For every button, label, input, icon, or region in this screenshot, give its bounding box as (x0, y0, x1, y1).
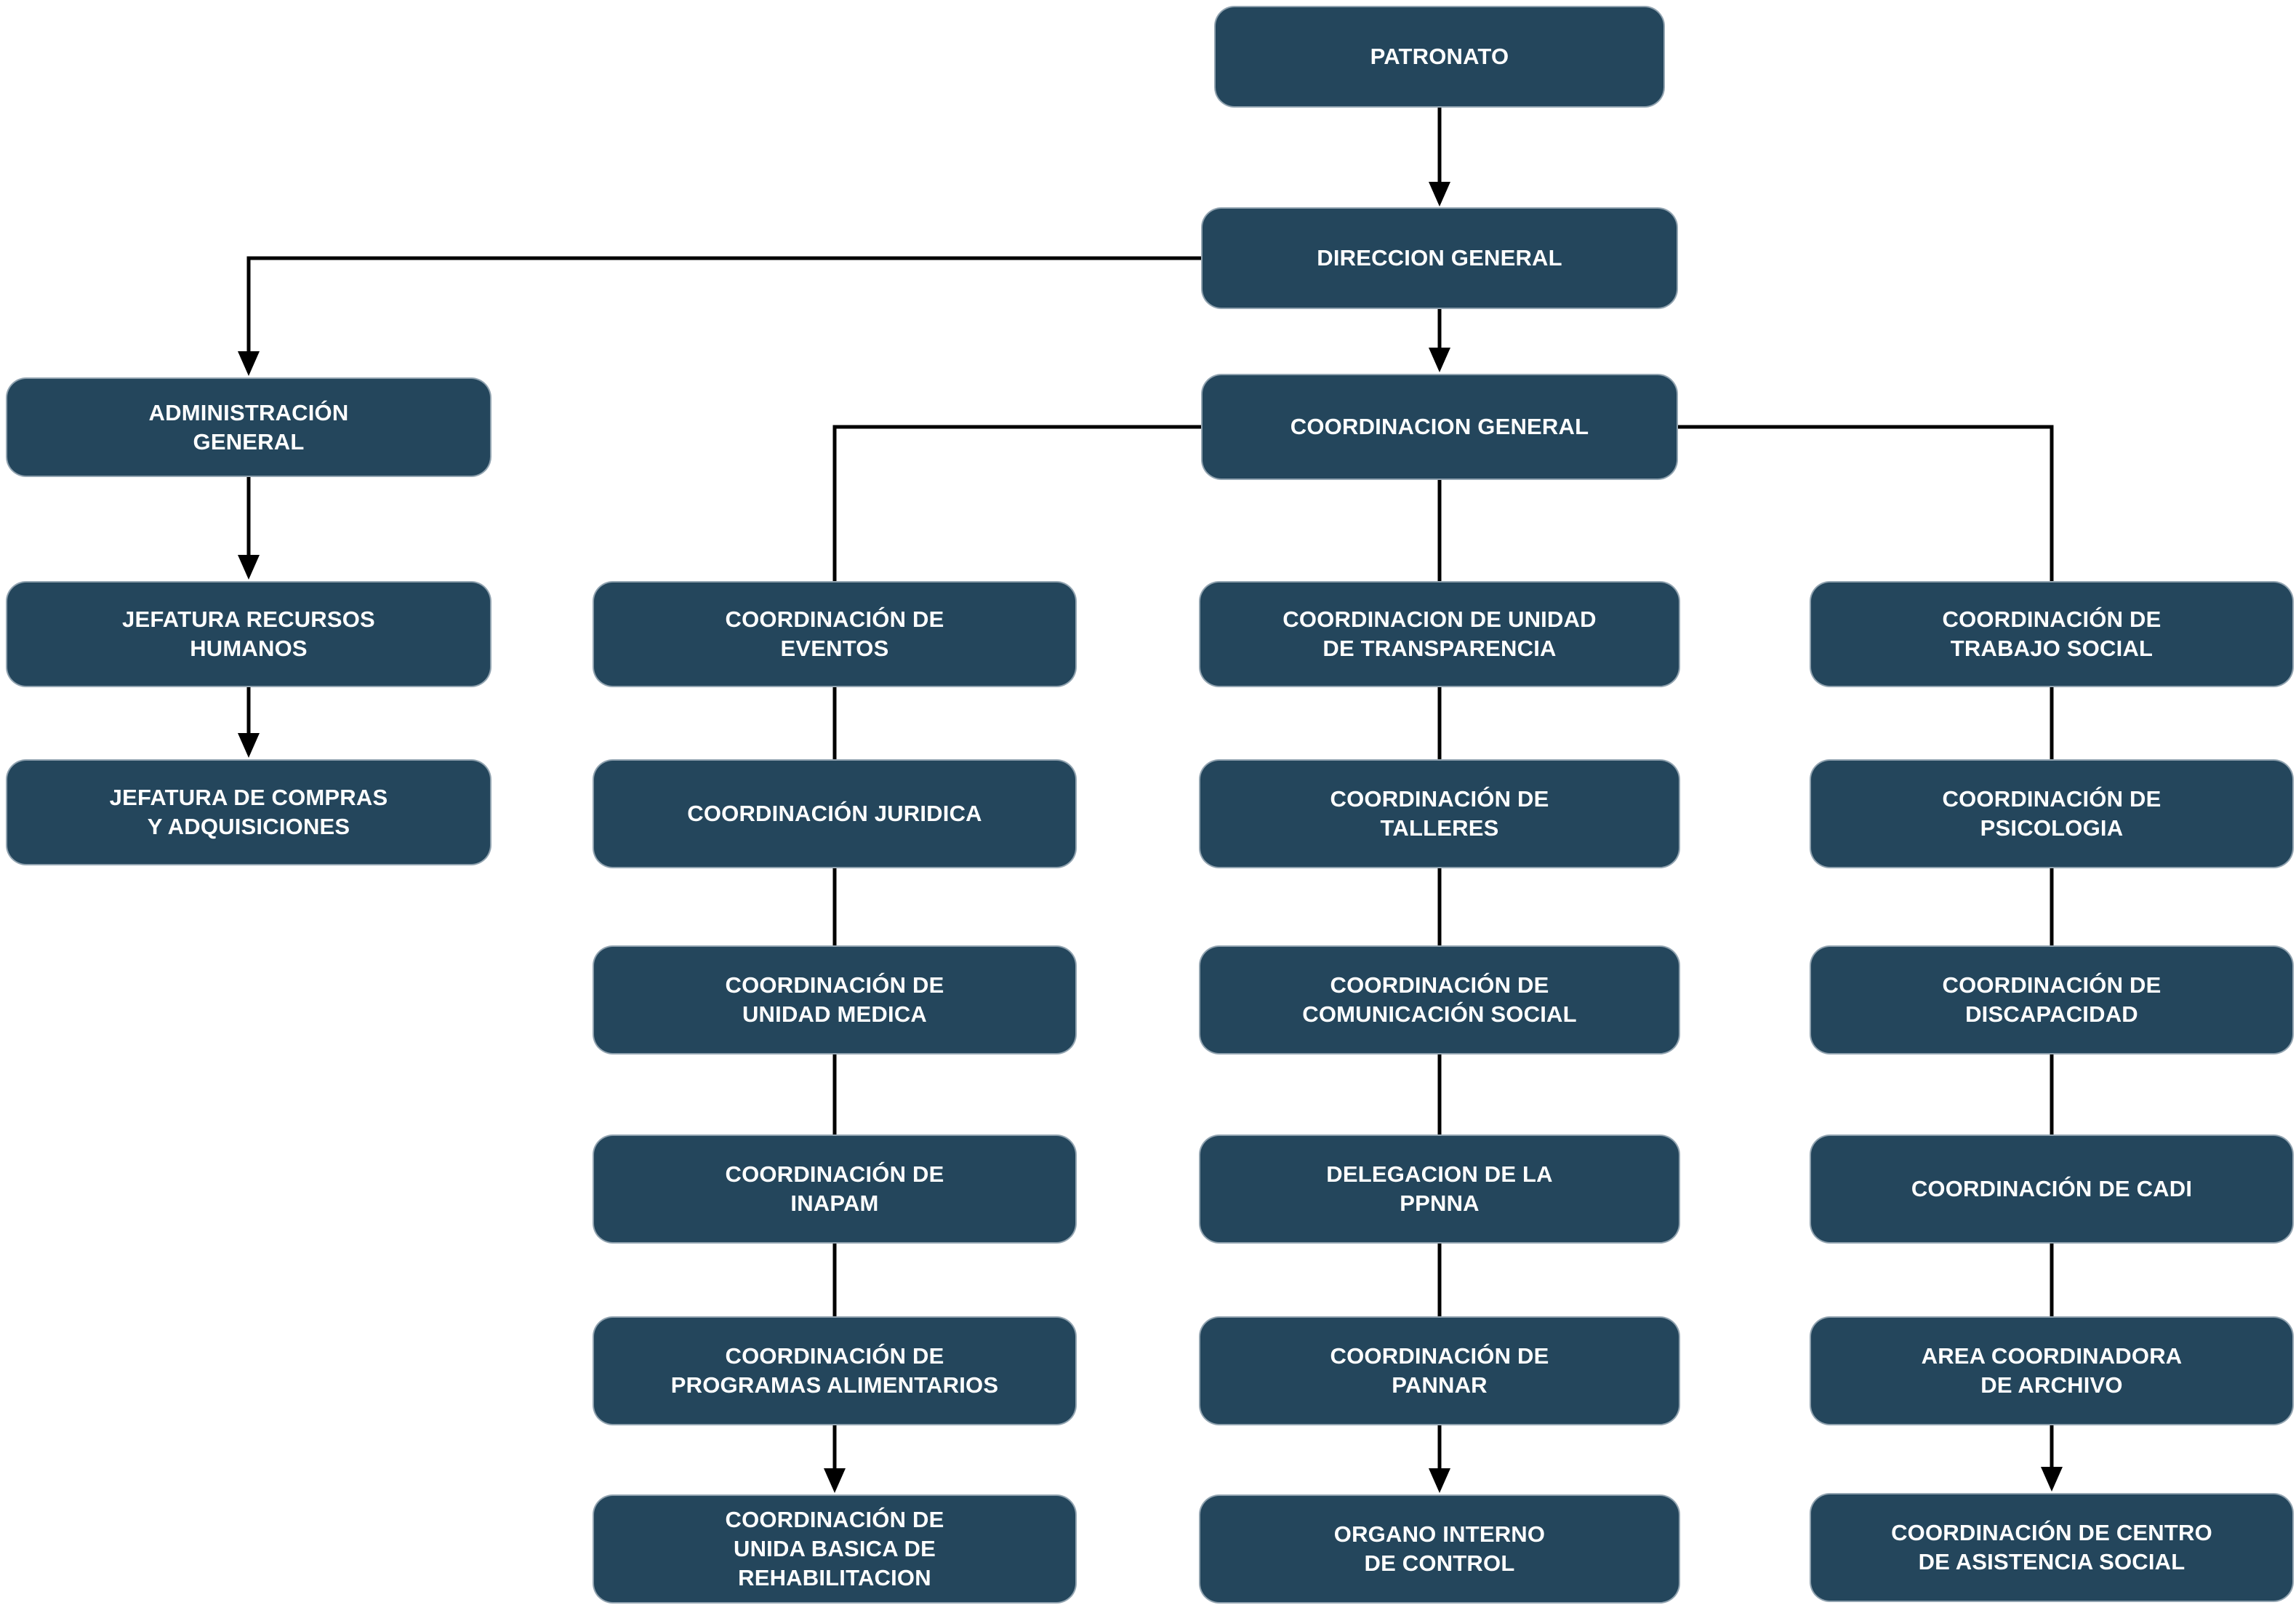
node-direccion-general: DIRECCION GENERAL (1201, 207, 1678, 309)
node-coordinacion-unidad-transparencia: COORDINACION DE UNIDAD DE TRANSPARENCIA (1199, 581, 1680, 687)
node-organo-interno-control: ORGANO INTERNO DE CONTROL (1199, 1494, 1680, 1604)
node-coordinacion-comunicacion-social: COORDINACIÓN DE COMUNICACIÓN SOCIAL (1199, 945, 1680, 1054)
node-coordinacion-unida-basica-rehabilitacion: COORDINACIÓN DE UNIDA BASICA DE REHABILI… (593, 1494, 1077, 1604)
node-direccion-general-label: DIRECCION GENERAL (1317, 245, 1562, 271)
node-coordinacion-eventos-label: COORDINACIÓN DE EVENTOS (725, 607, 944, 661)
node-coordinacion-unidad-medica: COORDINACIÓN DE UNIDAD MEDICA (593, 945, 1077, 1054)
node-jefatura-recursos-humanos-label: JEFATURA RECURSOS HUMANOS (122, 607, 375, 661)
arrowhead-centro-asistencia (2041, 1467, 2063, 1492)
arrowhead-administracion (238, 351, 260, 376)
node-delegacion-ppnna-label: DELEGACION DE LA PPNNA (1326, 1161, 1553, 1216)
node-area-coordinadora-archivo-label: AREA COORDINADORA DE ARCHIVO (1921, 1343, 2183, 1398)
node-coordinacion-unidad-medica-label: COORDINACIÓN DE UNIDAD MEDICA (725, 972, 944, 1027)
arrowhead-organo-interno (1429, 1468, 1450, 1493)
node-administracion-general-label: ADMINISTRACIÓN GENERAL (148, 399, 349, 455)
node-coordinacion-talleres: COORDINACIÓN DE TALLERES (1199, 759, 1680, 868)
node-coordinacion-inapam-label: COORDINACIÓN DE INAPAM (725, 1161, 944, 1216)
node-coordinacion-juridica-label: COORDINACIÓN JURIDICA (687, 801, 982, 827)
arrowhead-recursos-humanos (238, 555, 260, 580)
node-coordinacion-cadi-label: COORDINACIÓN DE CADI (1911, 1176, 2193, 1202)
node-coordinacion-programas-alimentarios: COORDINACIÓN DE PROGRAMAS ALIMENTARIOS (593, 1316, 1077, 1425)
node-jefatura-recursos-humanos: JEFATURA RECURSOS HUMANOS (6, 581, 491, 687)
node-administracion-general: ADMINISTRACIÓN GENERAL (6, 377, 491, 477)
node-coordinacion-cadi: COORDINACIÓN DE CADI (1810, 1134, 2294, 1244)
node-coordinacion-pannar-label: COORDINACIÓN DE PANNAR (1330, 1343, 1549, 1398)
node-coordinacion-eventos: COORDINACIÓN DE EVENTOS (593, 581, 1077, 687)
node-coordinacion-pannar: COORDINACIÓN DE PANNAR (1199, 1316, 1680, 1425)
node-coordinacion-trabajo-social: COORDINACIÓN DE TRABAJO SOCIAL (1810, 581, 2294, 687)
node-coordinacion-inapam: COORDINACIÓN DE INAPAM (593, 1134, 1077, 1244)
node-patronato: PATRONATO (1214, 6, 1665, 108)
node-jefatura-compras-adquisiciones-label: JEFATURA DE COMPRAS Y ADQUISICIONES (109, 785, 388, 839)
node-jefatura-compras-adquisiciones: JEFATURA DE COMPRAS Y ADQUISICIONES (6, 759, 491, 865)
node-area-coordinadora-archivo: AREA COORDINADORA DE ARCHIVO (1810, 1316, 2294, 1425)
arrowhead-coordinacion-general (1429, 348, 1450, 372)
node-coordinacion-juridica: COORDINACIÓN JURIDICA (593, 759, 1077, 868)
node-coordinacion-general: COORDINACION GENERAL (1201, 374, 1678, 480)
arrowhead-rehabilitacion (824, 1468, 846, 1493)
node-coordinacion-centro-asistencia-social-label: COORDINACIÓN DE CENTRO DE ASISTENCIA SOC… (1891, 1520, 2212, 1574)
node-coordinacion-centro-asistencia-social: COORDINACIÓN DE CENTRO DE ASISTENCIA SOC… (1810, 1493, 2294, 1602)
node-coordinacion-talleres-label: COORDINACIÓN DE TALLERES (1330, 786, 1549, 841)
node-coordinacion-general-label: COORDINACION GENERAL (1290, 414, 1589, 440)
node-coordinacion-programas-alimentarios-label: COORDINACIÓN DE PROGRAMAS ALIMENTARIOS (670, 1343, 999, 1398)
node-coordinacion-unida-basica-rehabilitacion-label: COORDINACIÓN DE UNIDA BASICA DE REHABILI… (725, 1507, 944, 1590)
node-coordinacion-psicologia: COORDINACIÓN DE PSICOLOGIA (1810, 759, 2294, 868)
node-patronato-label: PATRONATO (1370, 44, 1509, 70)
node-delegacion-ppnna: DELEGACION DE LA PPNNA (1199, 1134, 1680, 1244)
node-coordinacion-discapacidad: COORDINACIÓN DE DISCAPACIDAD (1810, 945, 2294, 1054)
connector-direccion-administracion (246, 256, 1440, 353)
node-organo-interno-control-label: ORGANO INTERNO DE CONTROL (1333, 1521, 1546, 1576)
arrowhead-direccion (1429, 182, 1450, 207)
arrowhead-compras (238, 733, 260, 758)
node-coordinacion-comunicacion-social-label: COORDINACIÓN DE COMUNICACIÓN SOCIAL (1302, 972, 1577, 1027)
node-coordinacion-trabajo-social-label: COORDINACIÓN DE TRABAJO SOCIAL (1942, 607, 2161, 661)
node-coordinacion-unidad-transparencia-label: COORDINACION DE UNIDAD DE TRANSPARENCIA (1283, 607, 1597, 661)
node-coordinacion-psicologia-label: COORDINACIÓN DE PSICOLOGIA (1942, 786, 2161, 841)
node-coordinacion-discapacidad-label: COORDINACIÓN DE DISCAPACIDAD (1942, 972, 2161, 1027)
